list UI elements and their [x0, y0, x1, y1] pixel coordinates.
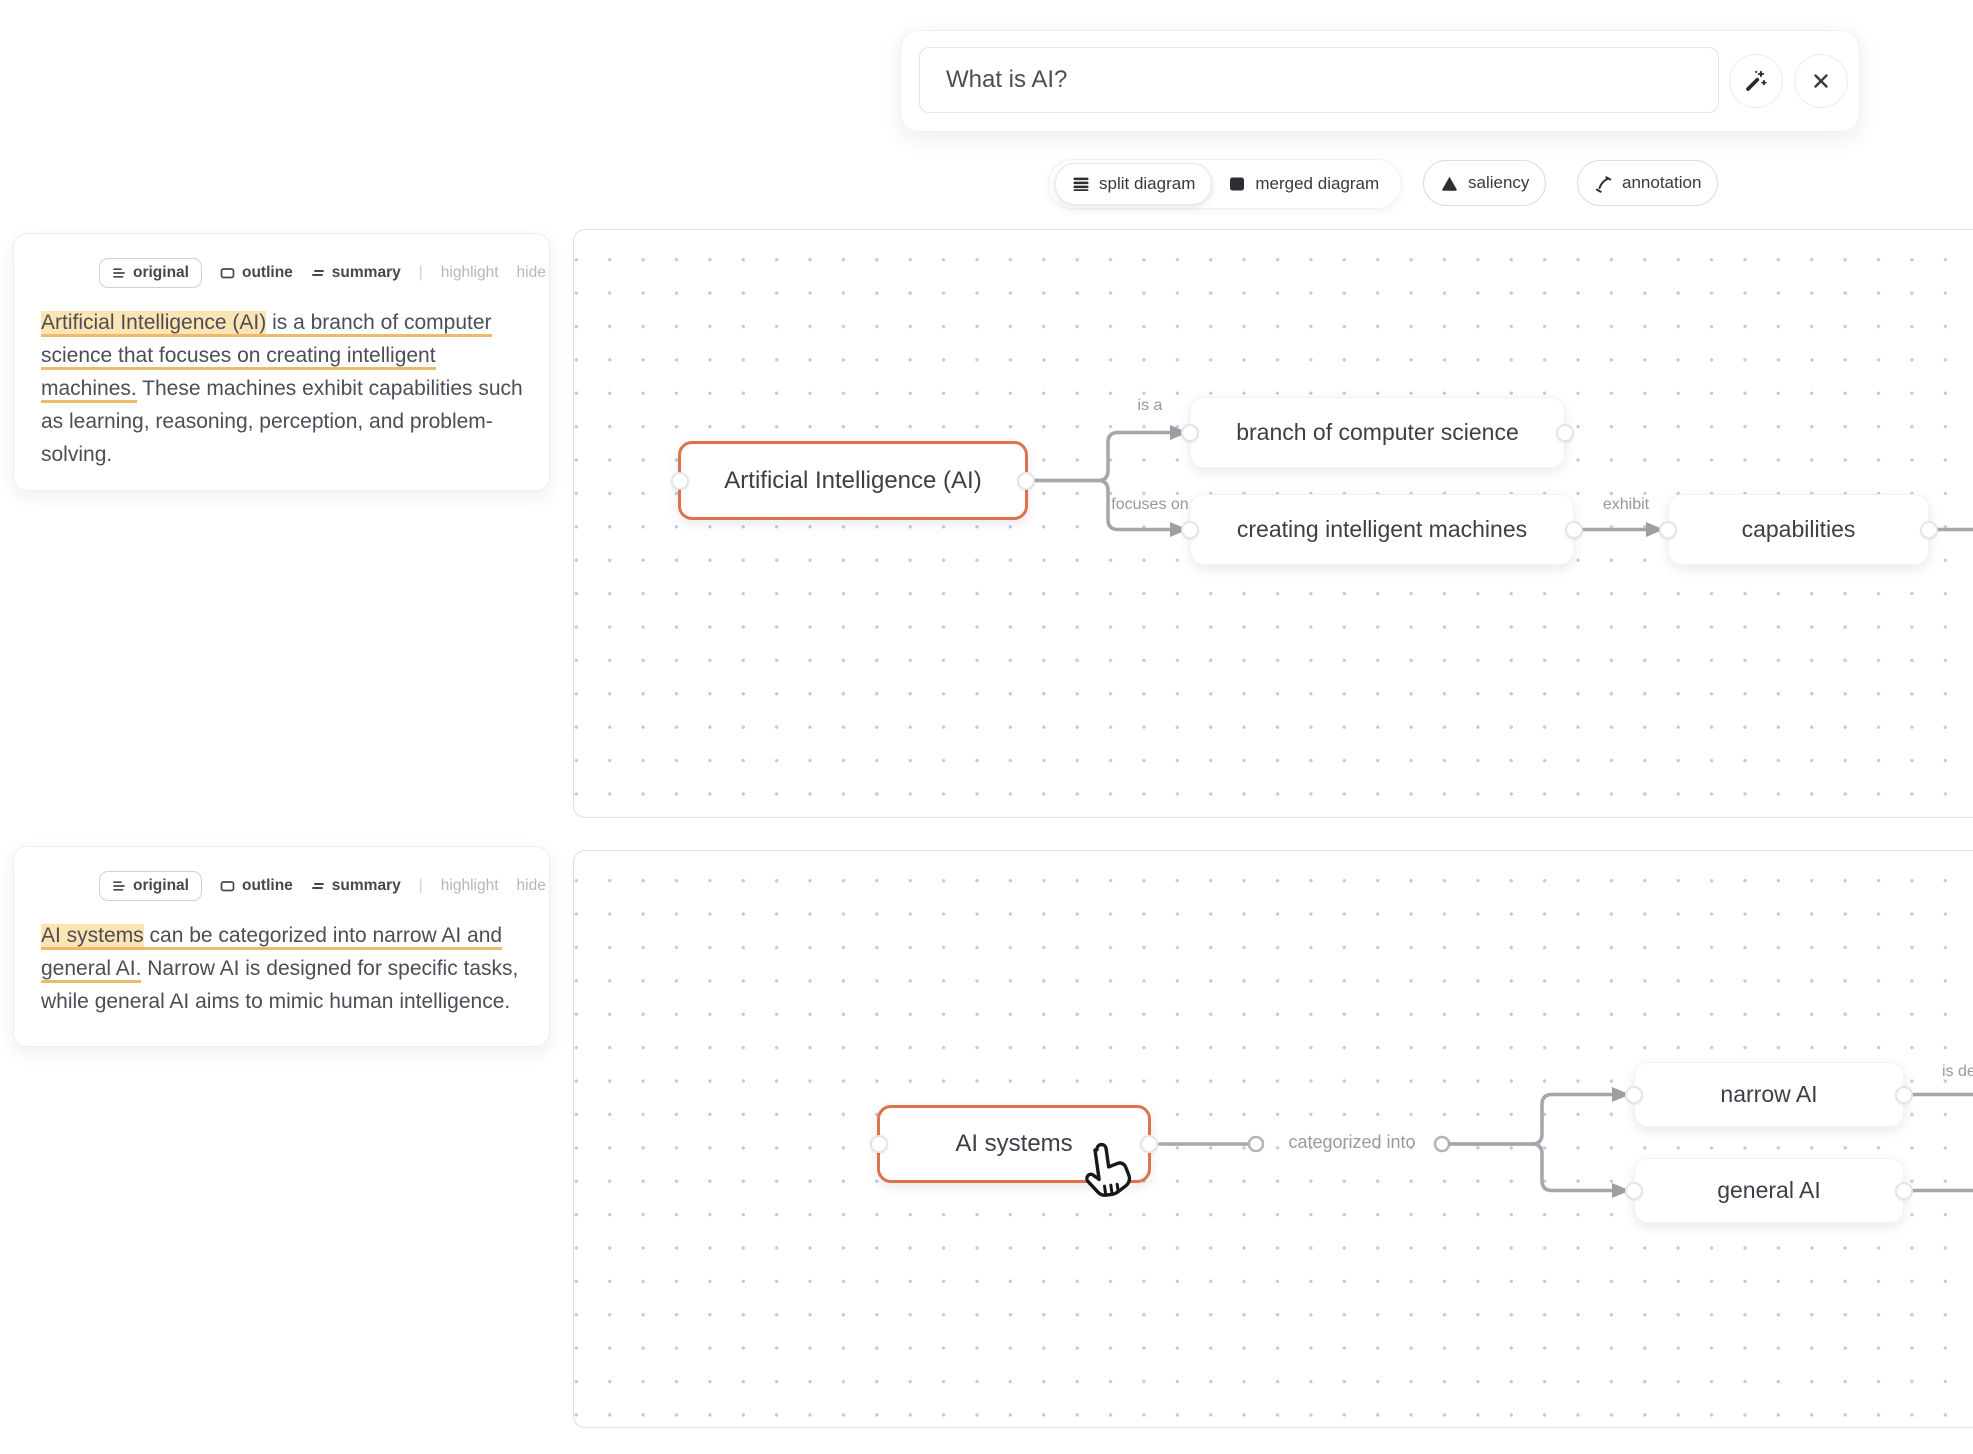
node-handle-left[interactable] — [1625, 1085, 1643, 1104]
node-label: branch of computer science — [1236, 419, 1519, 445]
node-artificial-intelligence[interactable]: Artificial Intelligence (AI) — [671, 441, 1035, 520]
tab-divider: | — [418, 264, 423, 281]
node-handle-left[interactable] — [1181, 423, 1199, 442]
node-handle-right[interactable] — [1017, 471, 1035, 490]
rectangle-icon — [220, 268, 235, 279]
edge-label-is-designed-clipped: is de — [1942, 1063, 1973, 1080]
tab-original[interactable]: original — [99, 258, 202, 288]
source-text-card-2: original outline summary | highlight hid… — [13, 846, 550, 1047]
node-creating-intelligent-machines[interactable]: creating intelligent machines — [1181, 494, 1583, 565]
node-handle-right[interactable] — [1920, 520, 1938, 539]
node-branch-of-computer-science[interactable]: branch of computer science — [1181, 397, 1574, 468]
diagram-canvas-2[interactable]: categorized into is de AI systems narrow… — [573, 850, 1973, 1428]
node-label: capabilities — [1741, 516, 1856, 542]
tab-highlight[interactable]: highlight — [440, 264, 499, 281]
chip-split-diagram[interactable]: split diagram — [1055, 163, 1213, 205]
plain-text: Narrow AI is designed for specific tasks… — [41, 957, 519, 1013]
node-handle-left[interactable] — [1181, 520, 1199, 539]
tab-summary[interactable]: summary — [311, 877, 401, 895]
node-general-ai[interactable]: general AI — [1625, 1158, 1913, 1223]
chip-annotation[interactable]: annotation — [1577, 160, 1719, 206]
node-handle-left[interactable] — [870, 1135, 888, 1153]
lines-icon — [311, 270, 324, 276]
tab-outline[interactable]: outline — [220, 264, 293, 282]
tab-hide[interactable]: hide — [516, 264, 546, 281]
edge-label-is-a: is a — [1137, 397, 1163, 414]
chip-saliency-label: saliency — [1468, 173, 1530, 192]
tab-summary[interactable]: summary — [311, 264, 401, 282]
tab-original-label: original — [133, 264, 189, 281]
plain-text: These machines exhibit capabilities such… — [41, 377, 523, 466]
node-label: Artificial Intelligence (AI) — [724, 466, 982, 494]
edge-label-categorized-into: categorized into — [1288, 1132, 1416, 1152]
node-label: general AI — [1717, 1177, 1821, 1203]
align-left-icon — [113, 881, 125, 891]
underlined-phrase: can be categorized into narrow AI and ge… — [41, 924, 503, 980]
tab-outline-label: outline — [241, 877, 293, 894]
chip-merged-label: merged diagram — [1255, 174, 1380, 193]
diagram-canvas-1[interactable]: is a focuses on exhibit Artificial Intel… — [573, 229, 1973, 818]
node-label: narrow AI — [1720, 1081, 1818, 1107]
chip-merged-diagram[interactable]: merged diagram — [1212, 164, 1395, 204]
tab-original[interactable]: original — [99, 871, 202, 901]
tab-summary-label: summary — [331, 877, 401, 894]
rectangle-icon — [220, 881, 235, 892]
tab-summary-label: summary — [331, 264, 401, 281]
rows-icon — [1073, 177, 1089, 191]
tab-highlight[interactable]: highlight — [440, 877, 499, 894]
edges-layer — [1158, 1087, 1973, 1198]
tab-outline-label: outline — [241, 264, 293, 281]
tab-outline[interactable]: outline — [220, 877, 293, 895]
node-handle-right[interactable] — [1895, 1085, 1913, 1104]
diagram-mode-toggle: split diagram merged diagram — [1048, 159, 1403, 209]
node-label: AI systems — [955, 1130, 1073, 1157]
close-button[interactable] — [1794, 54, 1848, 108]
chip-saliency[interactable]: saliency — [1423, 160, 1547, 206]
pen-scribble-icon — [1595, 175, 1612, 193]
lines-icon — [311, 883, 324, 889]
card2-paragraph: AI systems can be categorized into narro… — [41, 919, 523, 1018]
node-capabilities[interactable]: capabilities — [1659, 494, 1938, 565]
edge-anchor[interactable] — [1433, 1135, 1451, 1153]
node-handle-right[interactable] — [1895, 1181, 1913, 1200]
edges-layer — [1026, 425, 1973, 537]
card1-tabbar: original outline summary | highlight hid… — [99, 258, 546, 288]
node-ai-systems[interactable]: AI systems — [870, 1105, 1158, 1183]
chip-split-label: split diagram — [1099, 174, 1196, 193]
node-handle-right[interactable] — [1565, 520, 1583, 539]
magic-wand-button[interactable] — [1729, 54, 1783, 108]
triangle-icon — [1442, 176, 1457, 191]
edge-label-exhibit: exhibit — [1602, 496, 1650, 513]
chip-annotation-label: annotation — [1622, 173, 1702, 192]
query-panel — [900, 30, 1860, 132]
magic-wand-icon — [1746, 70, 1767, 91]
node-handle-right[interactable] — [1556, 423, 1574, 442]
source-text-card-1: original outline summary | highlight hid… — [13, 233, 550, 491]
node-handle-left[interactable] — [1625, 1181, 1643, 1200]
tab-hide[interactable]: hide — [516, 877, 546, 894]
card1-paragraph: Artificial Intelligence (AI) is a branch… — [41, 306, 523, 471]
align-left-icon — [113, 268, 125, 278]
edge-anchor[interactable] — [1247, 1135, 1265, 1153]
node-label: creating intelligent machines — [1236, 516, 1528, 542]
filled-square-icon — [1230, 177, 1245, 191]
query-input[interactable] — [919, 47, 1719, 113]
edge-label-focuses-on: focuses on — [1111, 496, 1189, 513]
highlighted-phrase: AI systems — [41, 924, 144, 947]
tab-original-label: original — [133, 877, 189, 894]
tab-divider: | — [418, 877, 423, 894]
card2-tabbar: original outline summary | highlight hid… — [99, 871, 546, 901]
close-icon — [1814, 74, 1828, 88]
node-handle-left[interactable] — [1659, 520, 1677, 539]
underlined-phrase: is a branch of computer science that foc… — [41, 311, 492, 400]
node-narrow-ai[interactable]: narrow AI — [1625, 1062, 1913, 1127]
node-handle-right[interactable] — [1140, 1135, 1158, 1153]
highlighted-phrase: Artificial Intelligence (AI) — [41, 311, 267, 334]
node-handle-left[interactable] — [671, 471, 689, 490]
